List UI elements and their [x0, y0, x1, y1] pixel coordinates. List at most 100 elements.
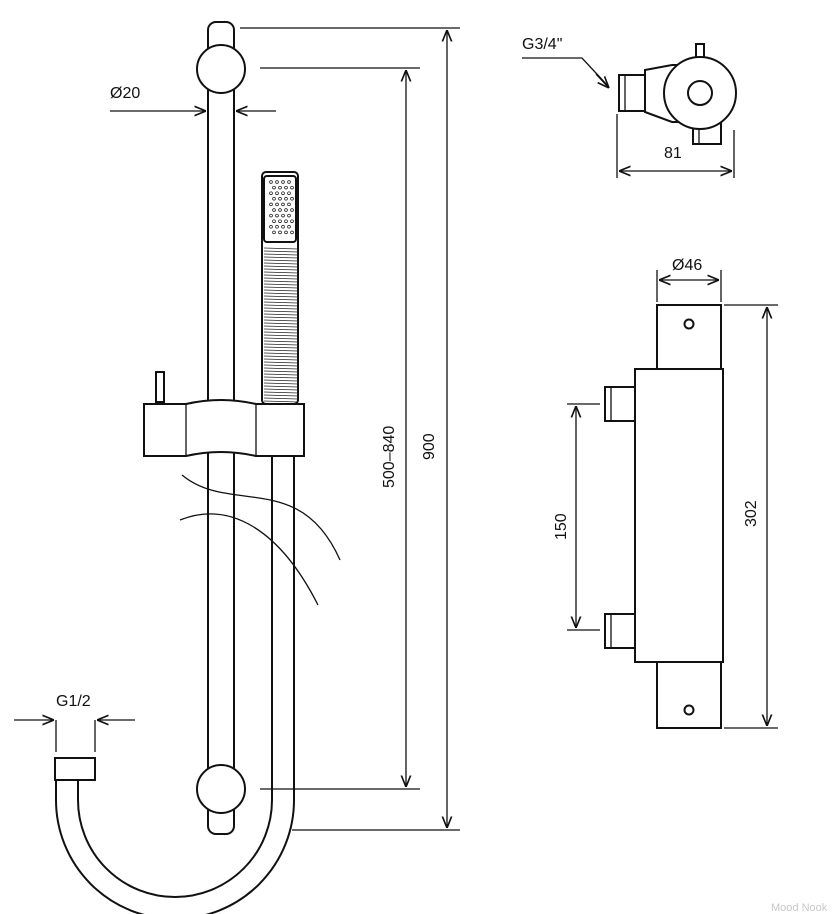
- grip-texture-line: [264, 382, 298, 385]
- grip-texture-line: [264, 397, 298, 400]
- label-inlet-spacing: 150: [553, 513, 570, 540]
- nozzle-dot: [287, 213, 291, 218]
- nozzle-dot: [284, 208, 288, 212]
- nozzle-dot: [275, 213, 279, 218]
- grip-texture-line: [264, 364, 298, 367]
- nozzle-dot: [275, 191, 279, 195]
- grip-texture-line: [264, 256, 298, 259]
- nozzle-dot: [290, 208, 294, 212]
- nozzle-dot: [290, 219, 294, 223]
- break-symbol: [179, 474, 341, 606]
- nozzle-dot: [278, 197, 282, 201]
- shower-hose: [54, 404, 295, 914]
- nozzle-dot: [287, 225, 291, 229]
- grip-texture-line: [264, 343, 298, 346]
- shower-nozzles: [269, 180, 294, 235]
- grip-texture-line: [264, 319, 298, 322]
- grip-texture-line: [264, 313, 298, 316]
- grip-texture-line: [264, 391, 298, 394]
- grip-texture-line: [264, 370, 298, 373]
- shower-grip: [264, 247, 298, 403]
- grip-texture-line: [264, 286, 298, 289]
- grip-texture-line: [264, 253, 298, 256]
- grip-texture-line: [264, 289, 298, 292]
- grip-texture-line: [264, 340, 298, 343]
- valve-bottom-cap: [656, 661, 722, 729]
- nozzle-dot: [269, 202, 273, 207]
- nozzle-dot: [272, 197, 276, 201]
- dim-overall-height: 900: [240, 27, 460, 831]
- nozzle-dot: [272, 230, 276, 235]
- label-valve-diameter: Ø46: [672, 257, 702, 274]
- nozzle-dot: [278, 219, 282, 223]
- nozzle-dot: [278, 230, 282, 235]
- grip-texture-line: [264, 310, 298, 313]
- nozzle-dot: [281, 225, 285, 229]
- nozzle-dot: [269, 213, 273, 218]
- grip-texture-line: [264, 265, 298, 268]
- nozzle-dot: [269, 180, 273, 184]
- dim-rod-diameter: Ø20: [110, 85, 276, 111]
- grip-texture-line: [264, 373, 298, 376]
- nozzle-dot: [272, 208, 276, 212]
- grip-texture-line: [264, 295, 298, 298]
- valve-center-hole: [687, 80, 713, 106]
- grip-texture-line: [264, 322, 298, 325]
- grip-texture-line: [264, 394, 298, 397]
- nozzle-dot: [275, 202, 279, 207]
- nozzle-dot: [284, 197, 288, 201]
- label-overall-height: 900: [421, 433, 438, 460]
- label-valve-depth: 81: [664, 145, 682, 162]
- watermark: Mood Nook: [771, 902, 828, 914]
- grip-texture-line: [264, 355, 298, 358]
- hose-connector: [54, 757, 96, 781]
- label-rod-length: 500–840: [381, 426, 398, 488]
- dim-inlet-thread: G1/2: [14, 693, 135, 752]
- dim-inlet-spacing: 150: [553, 403, 600, 631]
- grip-texture-line: [264, 388, 298, 391]
- valve-front-view: [604, 304, 724, 729]
- nozzle-dot: [281, 180, 285, 184]
- valve-body: [634, 368, 724, 663]
- nozzle-dot: [290, 230, 294, 235]
- grip-texture-line: [264, 346, 298, 349]
- grip-texture-line: [264, 301, 298, 304]
- nozzle-dot: [278, 208, 282, 212]
- grip-texture-line: [264, 358, 298, 361]
- nozzle-dot: [281, 213, 285, 218]
- dim-valve-length: 302: [724, 304, 778, 729]
- label-rod-diameter: Ø20: [110, 85, 140, 102]
- grip-texture-line: [264, 271, 298, 274]
- dim-rod-length: 500–840: [260, 67, 420, 790]
- grip-texture-line: [264, 268, 298, 271]
- nozzle-dot: [287, 180, 291, 184]
- grip-texture-line: [264, 334, 298, 337]
- grip-texture-line: [264, 307, 298, 310]
- grip-texture-line: [264, 361, 298, 364]
- grip-texture-line: [264, 247, 298, 250]
- nozzle-dot: [287, 202, 291, 207]
- grip-texture-line: [264, 262, 298, 265]
- label-inlet-thread: G1/2: [56, 693, 91, 710]
- dim-valve-depth: 81: [616, 114, 735, 178]
- rail-top-bracket: [196, 44, 246, 94]
- valve-top-cap: [656, 304, 722, 370]
- top-screw-hole: [683, 318, 695, 330]
- dim-valve-diameter: Ø46: [656, 257, 722, 302]
- nozzle-dot: [275, 180, 279, 184]
- grip-texture-line: [264, 274, 298, 277]
- grip-texture-line: [264, 400, 298, 403]
- nozzle-dot: [290, 185, 294, 190]
- grip-texture-line: [264, 304, 298, 307]
- nozzle-dot: [281, 202, 285, 207]
- grip-texture-line: [264, 250, 298, 253]
- grip-texture-line: [264, 376, 298, 379]
- label-valve-connection: G3/4": [522, 36, 562, 53]
- nozzle-dot: [281, 191, 285, 195]
- grip-texture-line: [264, 316, 298, 319]
- nozzle-dot: [284, 219, 288, 223]
- nozzle-dot: [272, 185, 276, 190]
- grip-texture-line: [264, 331, 298, 334]
- grip-texture-line: [264, 328, 298, 331]
